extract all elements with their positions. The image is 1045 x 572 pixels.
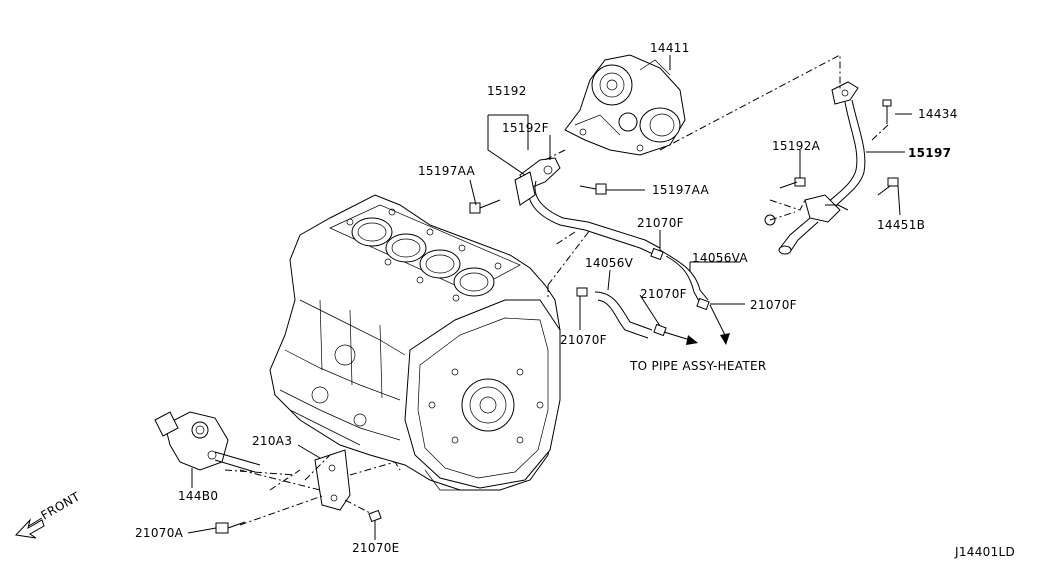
label-210A3: 210A3 <box>252 434 292 448</box>
engine-block <box>269 194 561 491</box>
label-14434: 14434 <box>918 107 958 121</box>
part-labels: 14411 15192 15192F 15197AA 15197AA 14434… <box>39 41 1015 559</box>
label-15197: 15197 <box>908 146 951 160</box>
label-144B0: 144B0 <box>178 489 218 503</box>
label-21070F-top: 21070F <box>637 216 684 230</box>
electric-water-pump <box>154 411 261 473</box>
label-front: FRONT <box>39 489 83 523</box>
leader-lines <box>187 55 912 540</box>
label-15197AA-left: 15197AA <box>418 164 476 178</box>
label-21070F-mid: 21070F <box>640 287 687 301</box>
turbocharger <box>564 54 686 156</box>
label-14451B: 14451B <box>877 218 925 232</box>
label-21070A: 21070A <box>135 526 184 540</box>
label-14056VA: 14056VA <box>692 251 748 265</box>
label-14411: 14411 <box>650 41 690 55</box>
oil-tube-15192 <box>514 157 589 231</box>
label-21070F-right: 21070F <box>750 298 797 312</box>
label-14056V: 14056V <box>585 256 634 270</box>
label-15192: 15192 <box>487 84 527 98</box>
assembly-lines <box>224 54 889 526</box>
oil-pipe-15197 <box>778 81 866 255</box>
label-15192A: 15192A <box>772 139 821 153</box>
hoses <box>576 221 730 345</box>
bracket-210A3 <box>215 449 382 534</box>
label-to-pipe-assy-heater: TO PIPE ASSY-HEATER <box>629 359 767 373</box>
diagram-id: J14401LD <box>954 545 1015 559</box>
bolts <box>469 99 899 226</box>
label-21070F-left: 21070F <box>560 333 607 347</box>
front-arrow <box>14 517 45 539</box>
label-21070E: 21070E <box>352 541 400 555</box>
label-15197AA-right: 15197AA <box>652 183 710 197</box>
label-15192F: 15192F <box>502 121 549 135</box>
